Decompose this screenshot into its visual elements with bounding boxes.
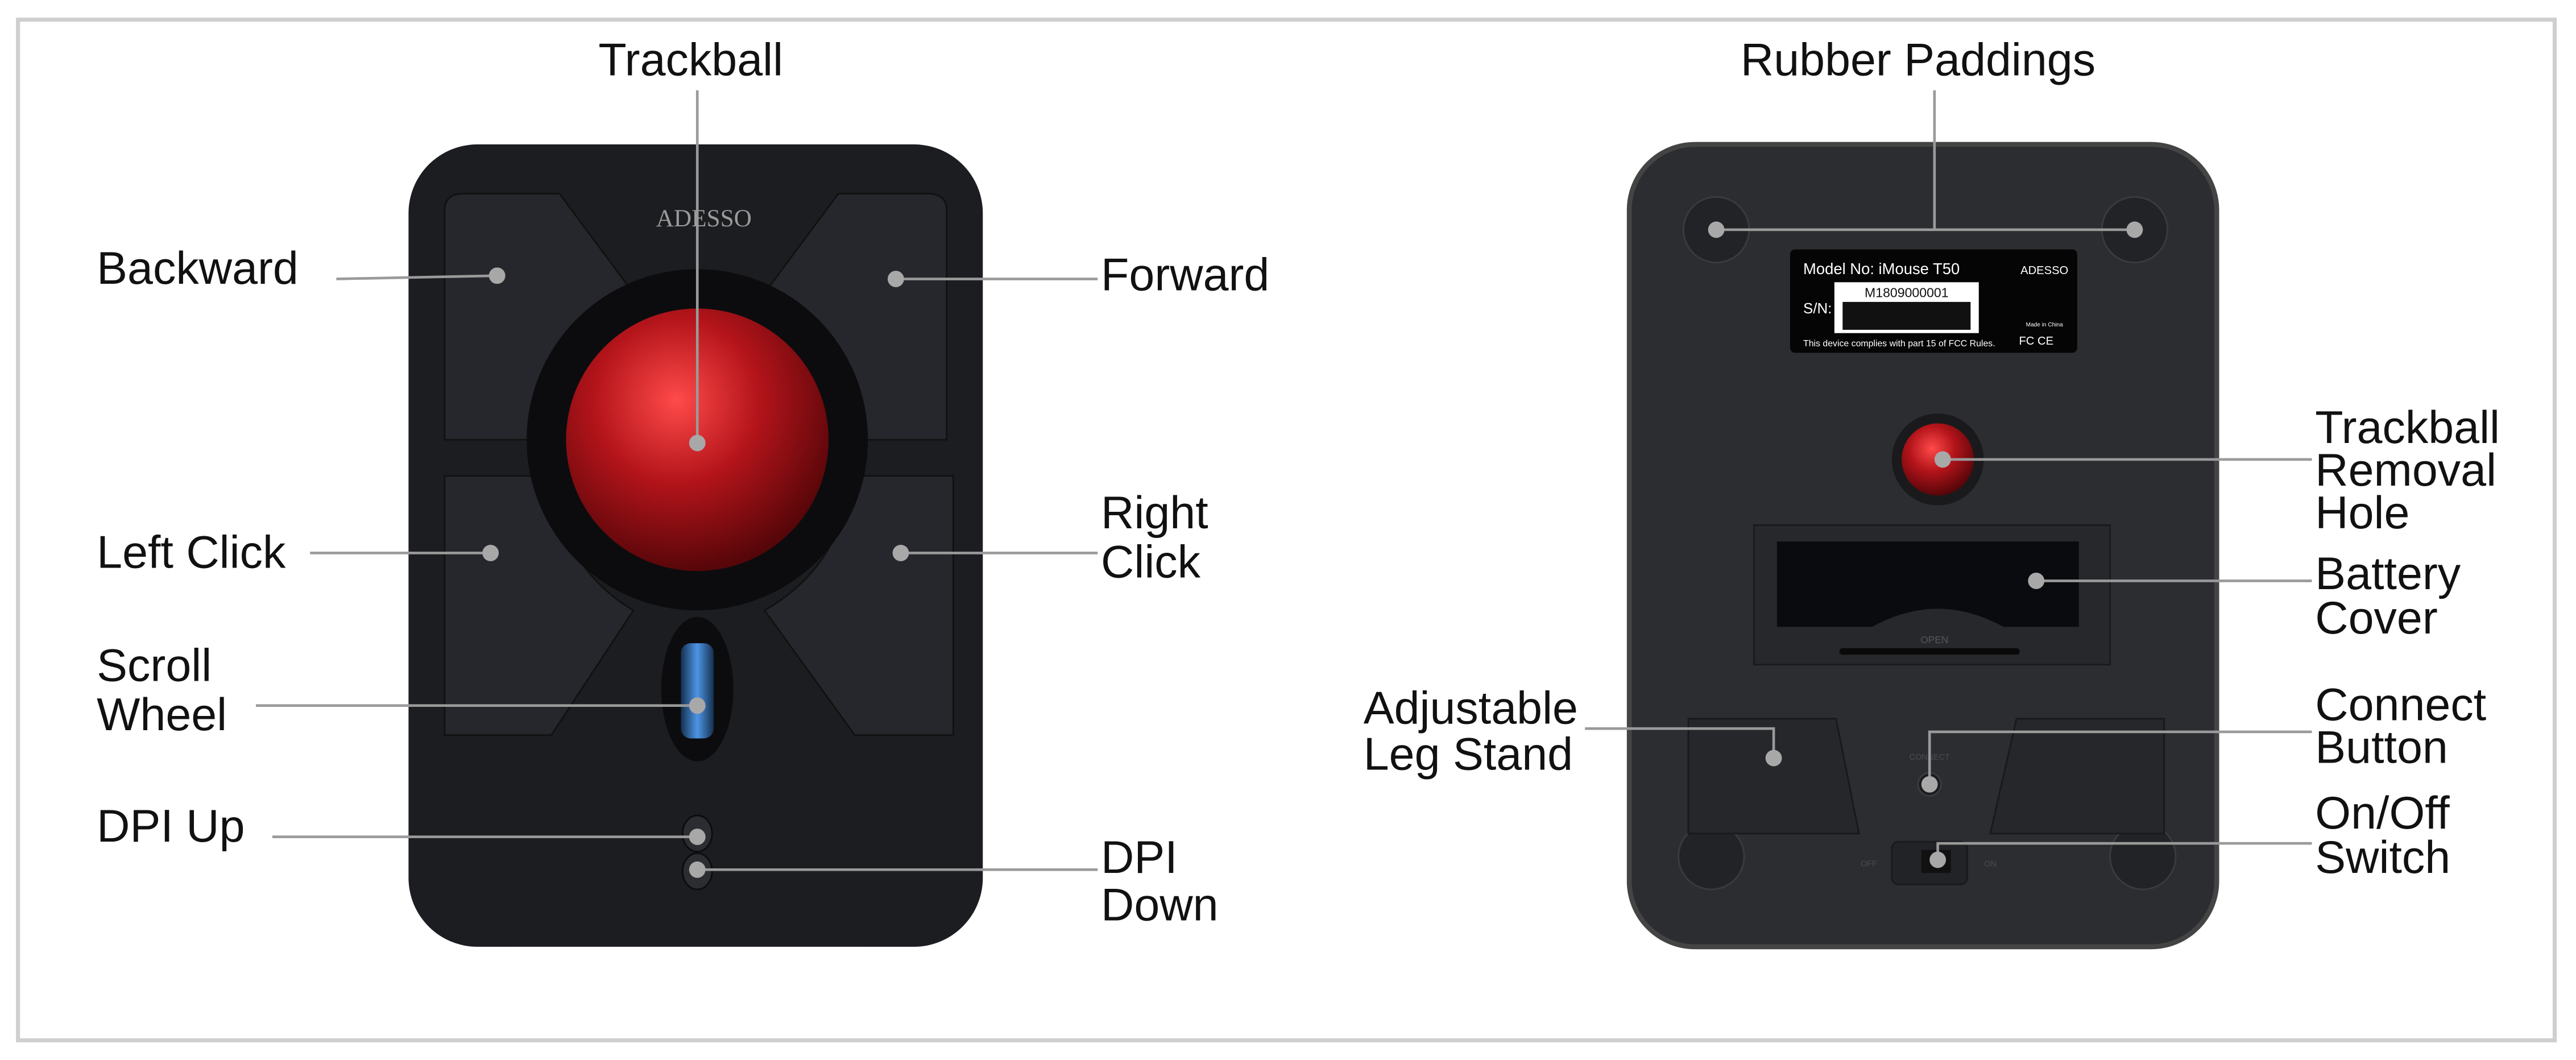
label-trackball-removal-line1: Trackball bbox=[2315, 402, 2500, 453]
sticker-made-in: Made in China bbox=[2026, 322, 2063, 328]
label-on-off-line2: Switch bbox=[2315, 832, 2450, 883]
off-engraving: OFF bbox=[1861, 860, 1877, 869]
sticker-compliance: This device complies with part 15 of FCC… bbox=[1803, 339, 1995, 349]
scroll-wheel bbox=[681, 643, 714, 739]
back-callouts: Rubber Paddings Trackball Removal Hole B… bbox=[1364, 35, 2500, 883]
label-left-click: Left Click bbox=[97, 527, 286, 578]
label-on-off-line1: On/Off bbox=[2315, 788, 2450, 839]
adesso-logo-front: ADESSO bbox=[656, 205, 752, 232]
on-engraving: ON bbox=[1984, 860, 1997, 869]
label-trackball-removal-line3: Hole bbox=[2315, 487, 2409, 539]
barcode bbox=[1842, 301, 1971, 330]
open-engraving: OPEN bbox=[1920, 634, 1948, 645]
leg-stand-left bbox=[1687, 718, 1860, 835]
label-scroll-wheel-line1: Scroll bbox=[97, 640, 212, 691]
label-right-click-line1: Right bbox=[1101, 487, 1208, 539]
label-rubber-paddings: Rubber Paddings bbox=[1741, 35, 2095, 86]
label-forward: Forward bbox=[1101, 250, 1269, 301]
label-trackball: Trackball bbox=[598, 35, 783, 86]
sticker-sn-label: S/N: bbox=[1803, 300, 1832, 317]
leg-stand-right bbox=[1989, 718, 2165, 835]
battery-slot bbox=[1839, 648, 2020, 655]
mouse-back: Model No: iMouse T50 S/N: M1809000001 Th… bbox=[1626, 142, 2219, 950]
label-connect-button-line2: Button bbox=[2315, 722, 2448, 773]
frame-border bbox=[16, 18, 2557, 1042]
label-leg-stand-line1: Adjustable bbox=[1364, 682, 1578, 734]
label-battery-cover-line1: Battery bbox=[2315, 548, 2461, 599]
label-battery-cover-line2: Cover bbox=[2315, 593, 2437, 644]
label-scroll-wheel-line2: Wheel bbox=[97, 689, 227, 740]
label-dpi-down-line1: DPI bbox=[1101, 832, 1178, 883]
sticker-marks: FC CE bbox=[2019, 335, 2053, 347]
product-sticker: Model No: iMouse T50 S/N: M1809000001 Th… bbox=[1790, 249, 2077, 353]
label-backward: Backward bbox=[97, 243, 299, 294]
sticker-logo: ADESSO bbox=[2020, 264, 2068, 277]
label-dpi-down-line2: Down bbox=[1101, 880, 1219, 931]
sticker-model: Model No: iMouse T50 bbox=[1803, 260, 1960, 278]
label-right-click-line2: Click bbox=[1101, 537, 1201, 588]
battery-cover-window bbox=[1776, 541, 2079, 627]
front-callouts: Trackball Backward Forward Left Click Ri… bbox=[97, 35, 1269, 931]
label-dpi-up: DPI Up bbox=[97, 801, 245, 852]
label-trackball-removal-line2: Removal bbox=[2315, 445, 2496, 496]
sticker-serial: M1809000001 bbox=[1865, 285, 1949, 300]
label-connect-button-line1: Connect bbox=[2315, 680, 2486, 731]
mouse-front: ADESSO bbox=[408, 144, 983, 947]
label-leg-stand-line2: Leg Stand bbox=[1364, 728, 1573, 780]
